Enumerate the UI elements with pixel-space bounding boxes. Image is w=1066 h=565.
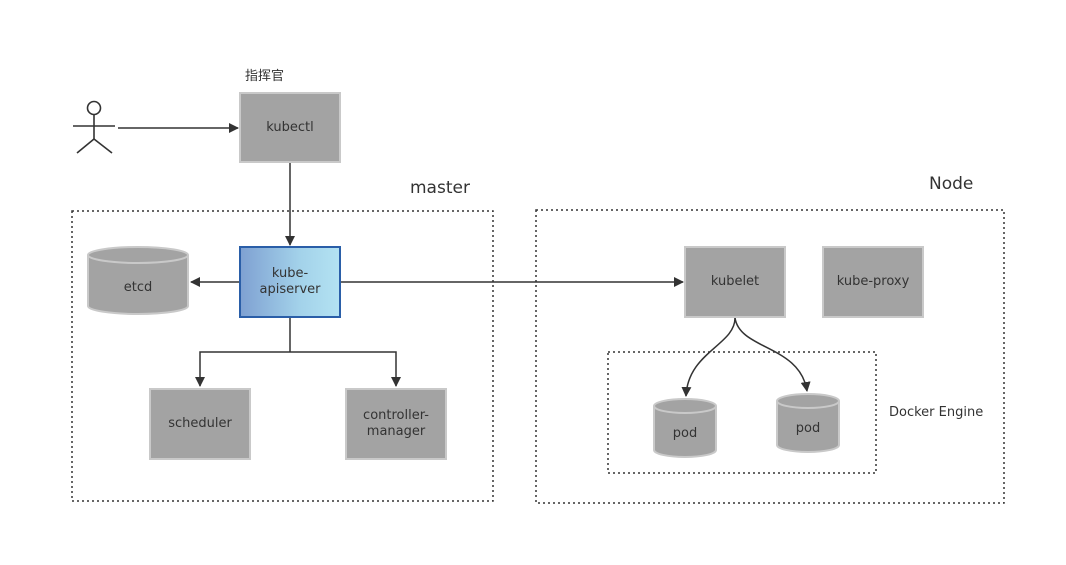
node-container <box>535 209 1005 504</box>
kube-apiserver-box: kube- apiserver <box>239 246 341 318</box>
kubelet-to-pod1-arrow <box>681 317 736 397</box>
kubelet-label: kubelet <box>710 274 760 289</box>
kube-apiserver-label-line2: apiserver <box>259 282 321 297</box>
etcd-label: etcd <box>123 279 153 295</box>
pod-cylinder-1 <box>653 398 717 458</box>
kubectl-box: kubectl <box>239 92 341 163</box>
apiserver-to-controller-arrow <box>290 351 401 387</box>
pod-2-label: pod <box>795 420 821 436</box>
kube-proxy-label: kube-proxy <box>836 274 910 289</box>
kube-proxy-box: kube-proxy <box>822 246 924 318</box>
kubectl-label: kubectl <box>266 119 314 135</box>
pod-1-label: pod <box>672 425 698 441</box>
docker-engine-label: Docker Engine <box>889 405 984 420</box>
kubelet-box: kubelet <box>684 246 786 318</box>
apiserver-to-scheduler-arrow <box>195 351 290 387</box>
kubelet-to-pod2-arrow <box>734 317 811 392</box>
pod-cylinder-2 <box>776 393 840 453</box>
controller-manager-box: controller- manager <box>345 388 447 460</box>
scheduler-box: scheduler <box>149 388 251 460</box>
user-figure-icon <box>73 100 115 154</box>
controller-manager-label-line2: manager <box>366 424 426 439</box>
scheduler-label: scheduler <box>168 416 232 431</box>
master-container <box>71 210 494 502</box>
kube-apiserver-label-line1: kube- <box>271 266 309 281</box>
etcd-cylinder <box>87 246 189 315</box>
node-label: Node <box>929 174 974 194</box>
commander-label: 指挥官 <box>245 69 285 84</box>
master-label: master <box>410 178 470 198</box>
controller-manager-label-line1: controller- <box>363 408 429 423</box>
